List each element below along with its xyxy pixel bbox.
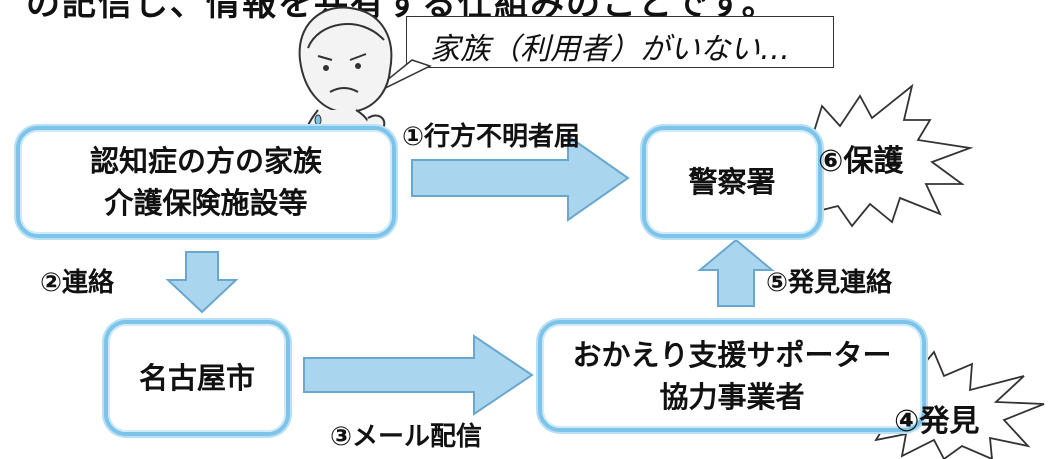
speech-bubble xyxy=(406,16,834,68)
supporter-box-line2: 協力事業者 xyxy=(659,380,805,414)
step-3-label: ③メール配信 xyxy=(330,422,483,452)
city-box: 名古屋市 xyxy=(104,320,290,436)
arrow-supporter-to-police xyxy=(697,238,775,307)
step-1-label: ①行方不明者届 xyxy=(402,122,581,152)
police-box-label: 警察署 xyxy=(688,164,776,199)
step-2-label: ②連絡 xyxy=(40,268,115,298)
step-6-label: ⑥保護 xyxy=(818,144,904,179)
city-box-label: 名古屋市 xyxy=(138,360,255,395)
step-4-label: ④発見 xyxy=(894,404,980,439)
arrow-family-to-police xyxy=(411,134,630,222)
supporter-box: おかえり支援サポーター 協力事業者 xyxy=(538,320,926,432)
police-box: 警察署 xyxy=(642,126,822,238)
family-box-line2: 介護保険施設等 xyxy=(104,186,308,220)
supporter-box-line1: おかえり支援サポーター xyxy=(572,337,892,372)
speech-text: 家族（利用者）がいない… xyxy=(430,32,790,67)
family-box-line1: 認知症の方の家族 xyxy=(89,143,322,178)
arrow-city-to-supporter xyxy=(303,334,534,416)
step-5-label: ⑤発見連絡 xyxy=(766,268,893,298)
family-box: 認知症の方の家族 介護保険施設等 xyxy=(16,126,396,238)
worried-person-icon xyxy=(298,6,393,146)
arrow-family-to-city xyxy=(165,251,239,314)
